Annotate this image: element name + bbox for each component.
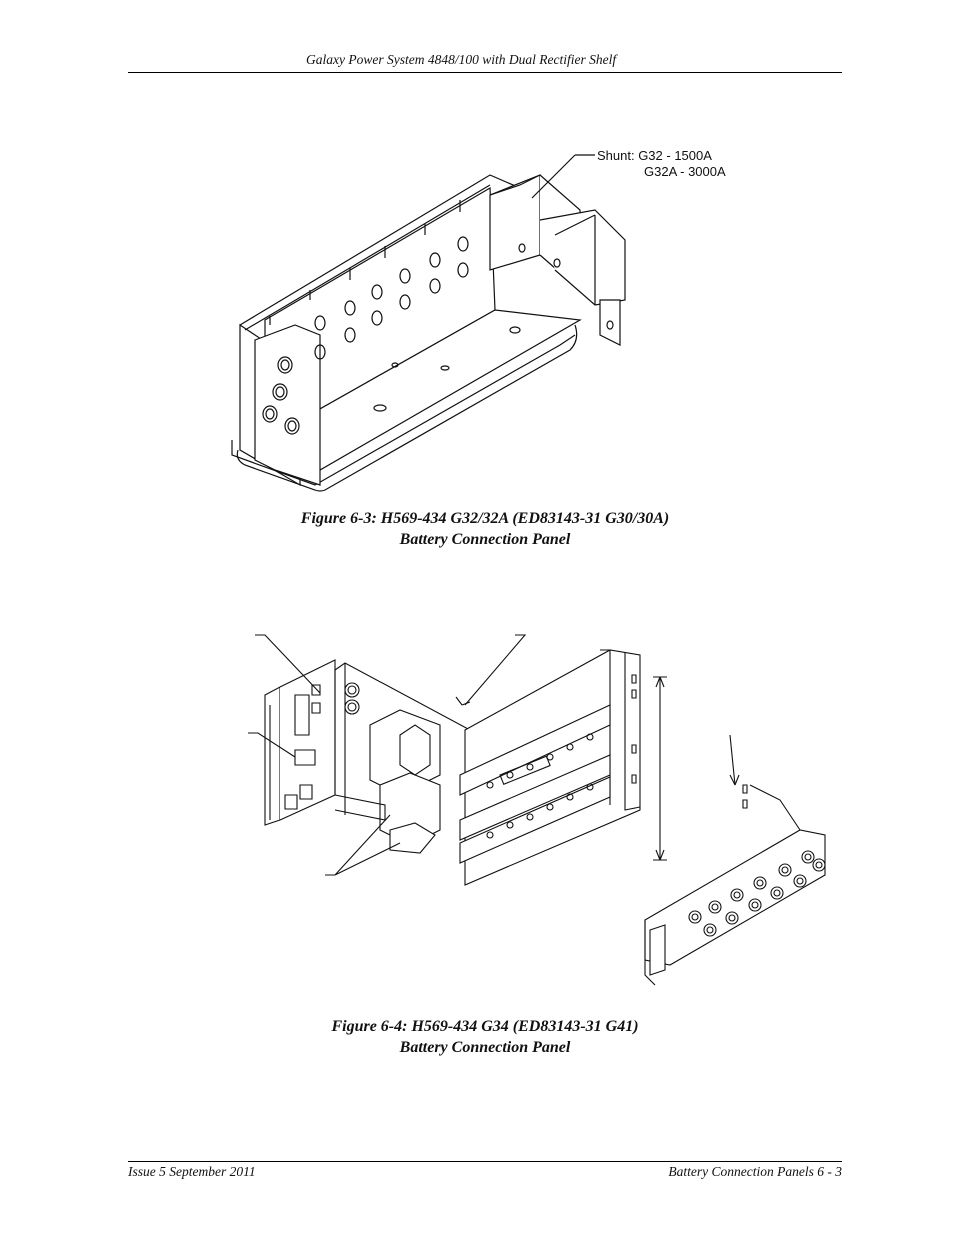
figure-6-4-caption-line1: Figure 6-4: H569-434 G34 (ED83143-31 G41… (331, 1018, 639, 1035)
figure-6-4-caption: Figure 6-4: H569-434 G34 (ED83143-31 G41… (0, 1016, 954, 1058)
figure-6-4-caption-line2: Battery Connection Panel (399, 1039, 571, 1056)
footer-page-number: Battery Connection Panels 6 - 3 (668, 1164, 842, 1179)
shunt-label-line2: G32A - 3000A (644, 164, 726, 179)
figure-6-3-caption: Figure 6-3: H569-434 G32/32A (ED83143-31… (0, 508, 954, 550)
figure-6-3-caption-line2: Battery Connection Panel (399, 531, 571, 548)
figure-6-3-illustration: Shunt: G32 - 1500A G32A - 3000A (220, 140, 760, 495)
header-rule (128, 72, 842, 73)
document-title: Galaxy Power System 4848/100 with Dual R… (306, 52, 617, 67)
footer-rule (128, 1161, 842, 1162)
figure-6-3-caption-line1: Figure 6-3: H569-434 G32/32A (ED83143-31… (300, 510, 670, 527)
figure-6-4-illustration (240, 625, 840, 1000)
shunt-label-line1: Shunt: G32 - 1500A (597, 148, 712, 163)
footer-issue-date: Issue 5 September 2011 (128, 1164, 256, 1179)
